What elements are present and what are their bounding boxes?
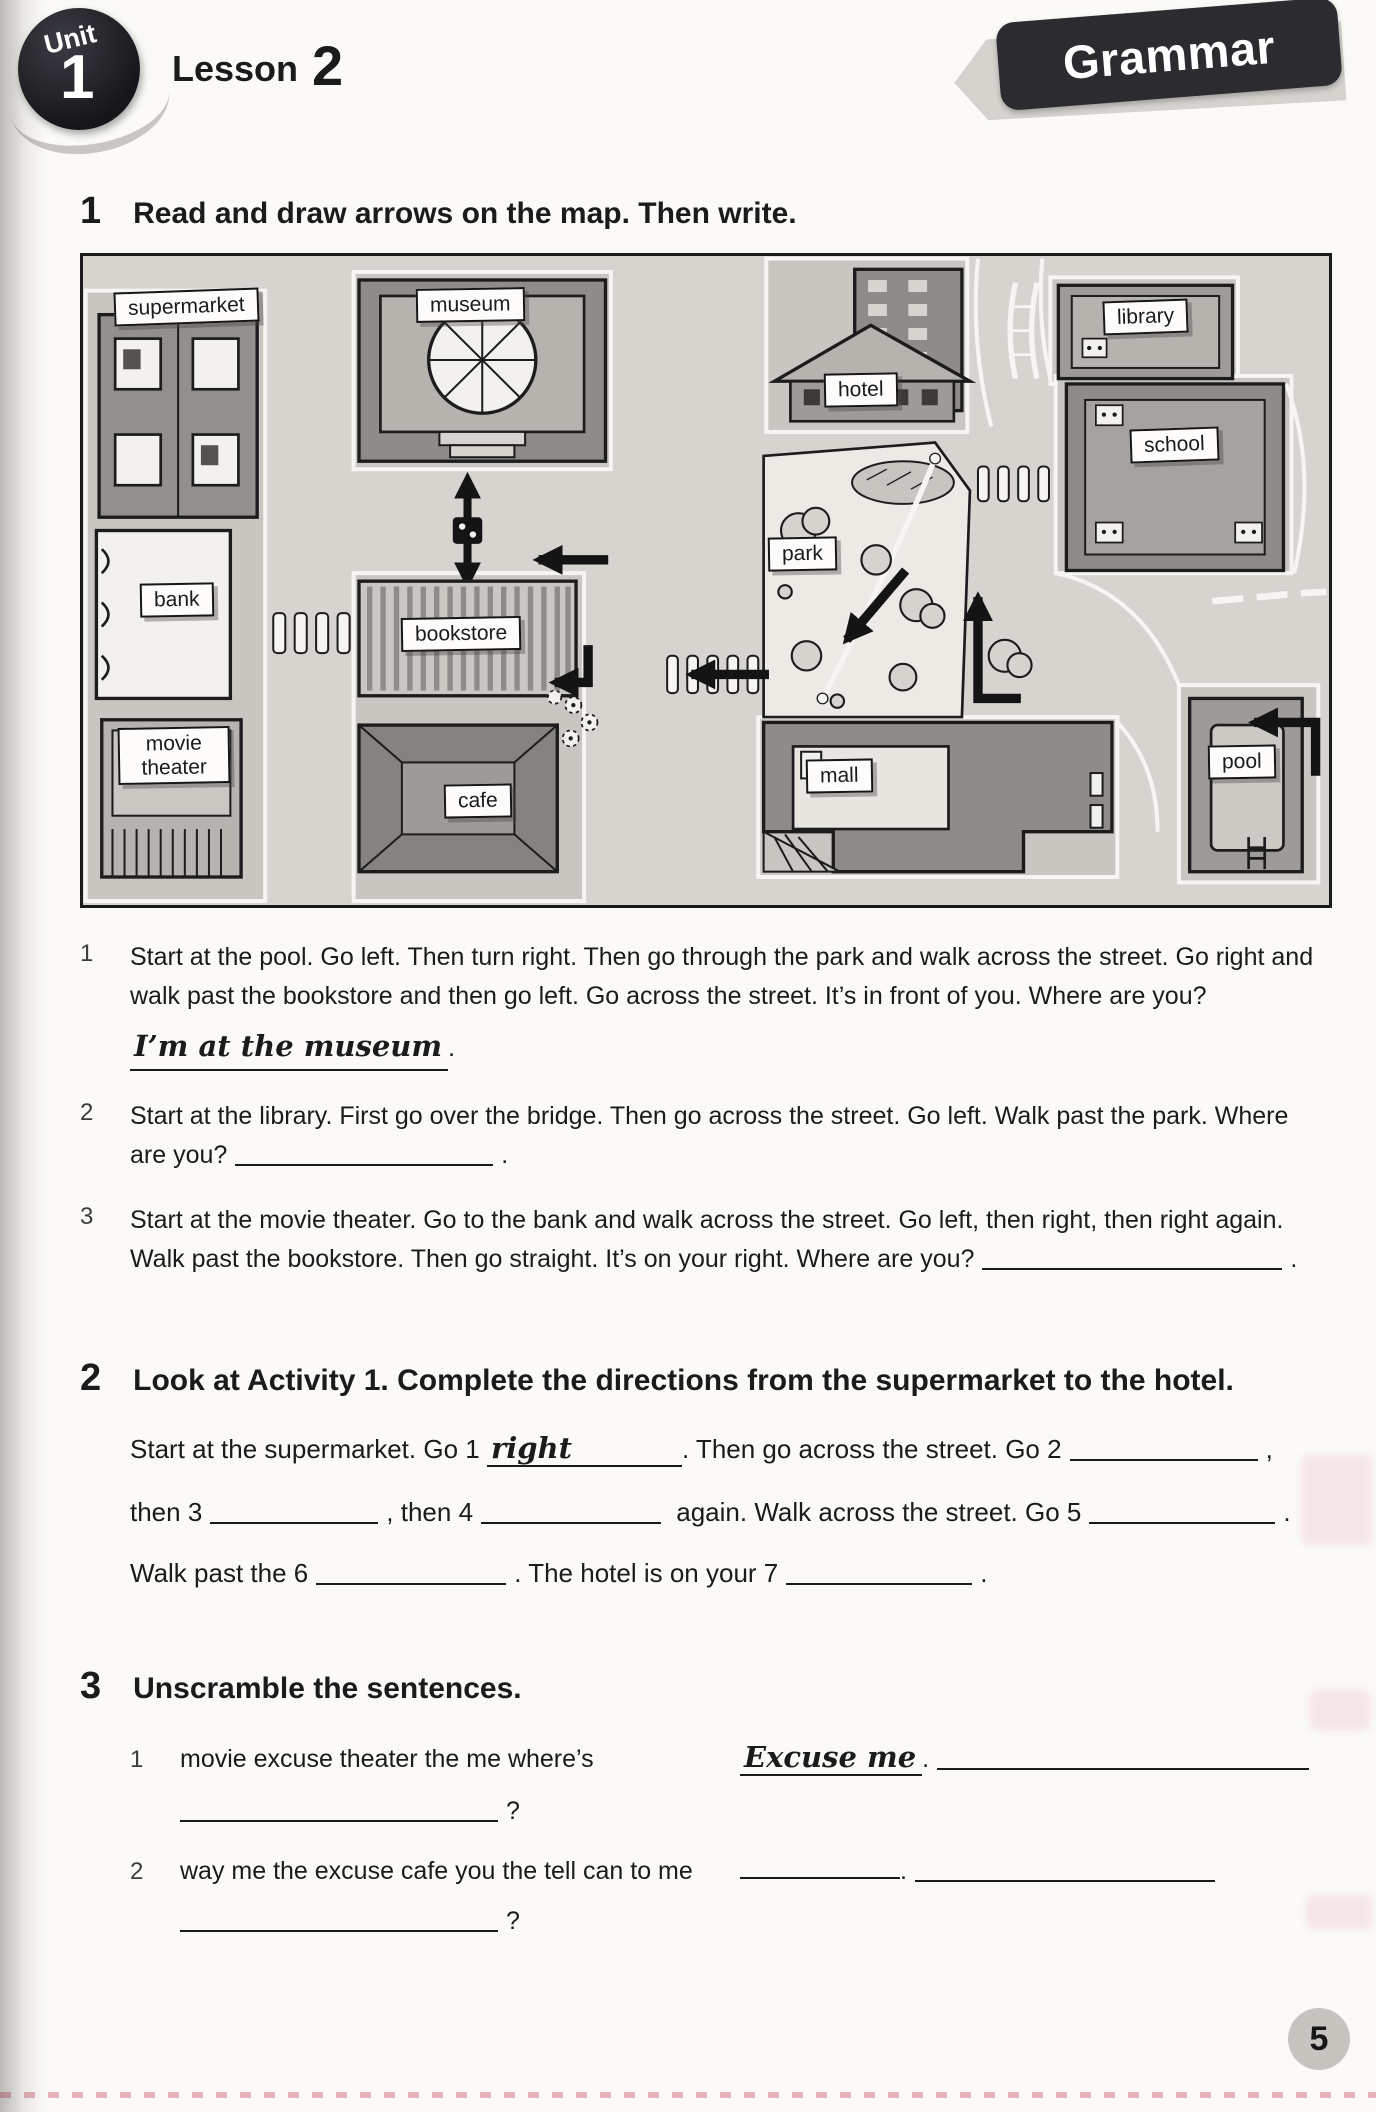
activity1-questions: 1 Start at the pool. Go left. Then turn … bbox=[80, 938, 1330, 1279]
a2-blank-7 bbox=[786, 1557, 973, 1586]
item-1-scrambled: movie excuse theater the me where’s bbox=[180, 1745, 594, 1774]
question-3-number: 3 bbox=[80, 1203, 94, 1231]
question-2-answer-blank bbox=[235, 1139, 494, 1167]
a2-blank-4 bbox=[481, 1496, 662, 1525]
unscramble-item-2: 2 way me the excuse cafe you the tell ca… bbox=[130, 1852, 1330, 1886]
a2-blank-3 bbox=[210, 1496, 379, 1525]
page-bleed-mark bbox=[1302, 1455, 1372, 1545]
a2-seg2: . Then go across the street. Go 2 bbox=[681, 1434, 1062, 1465]
map-label-bank: bank bbox=[140, 582, 215, 618]
activity1-heading: 1 Read and draw arrows on the map. Then … bbox=[80, 190, 1330, 233]
item-1-qmark: ? bbox=[506, 1797, 520, 1826]
unit-badge: Unit 1 bbox=[18, 8, 140, 130]
item-2-qmark: ? bbox=[506, 1907, 520, 1936]
question-1-text: Start at the pool. Go left. Then turn ri… bbox=[130, 943, 1314, 1010]
page-number-badge: 5 bbox=[1288, 2008, 1350, 2070]
activity3-heading: 3 Unscramble the sentences. bbox=[80, 1665, 1330, 1708]
a2-blank-2 bbox=[1069, 1433, 1258, 1462]
school-building bbox=[1064, 382, 1286, 573]
item-2-answer-blank bbox=[740, 1877, 900, 1880]
page-number: 5 bbox=[1309, 2019, 1329, 2058]
street-map: supermarket museum hotel library school … bbox=[80, 253, 1332, 908]
map-label-museum: museum bbox=[415, 287, 525, 324]
activity3: 3 Unscramble the sentences. 1 movie excu… bbox=[80, 1665, 1330, 1936]
a2-seg5: , then 4 bbox=[386, 1497, 474, 1528]
map-label-library: library bbox=[1102, 298, 1190, 336]
map-label-pool: pool bbox=[1207, 744, 1277, 780]
item-2-scrambled: way me the excuse cafe you the tell can … bbox=[180, 1857, 693, 1886]
activity2-number: 2 bbox=[80, 1357, 102, 1400]
map-label-supermarket: supermarket bbox=[113, 287, 260, 327]
supermarket-building bbox=[97, 312, 259, 519]
question-3-text: Start at the movie theater. Go to the ba… bbox=[130, 1206, 1284, 1274]
pool-ladder-icon bbox=[1247, 837, 1267, 870]
grammar-banner: Grammar bbox=[954, 0, 1354, 136]
a2-seg10: . bbox=[980, 1558, 988, 1589]
unscramble-item-1-line2: ? bbox=[180, 1792, 1330, 1826]
item-1-line2-blank bbox=[180, 1795, 498, 1823]
map-illustration bbox=[83, 256, 1329, 905]
a2-seg4: then 3 bbox=[130, 1497, 203, 1528]
bottom-dotted-border bbox=[0, 2092, 1376, 2098]
item-1-extra-blank bbox=[937, 1743, 1310, 1771]
page-bleed-mark bbox=[1310, 1690, 1370, 1730]
museum-building bbox=[357, 278, 608, 463]
question-3-period: . bbox=[1290, 1245, 1298, 1274]
a2-seg9: . The hotel is on your 7 bbox=[514, 1558, 779, 1589]
map-label-hotel: hotel bbox=[824, 372, 899, 408]
map-label-bookstore: bookstore bbox=[400, 615, 522, 652]
question-2-number: 2 bbox=[80, 1099, 94, 1127]
park-area bbox=[762, 441, 1033, 719]
item-1-period: . bbox=[922, 1745, 930, 1774]
map-label-mall: mall bbox=[805, 758, 873, 794]
question-1-number: 1 bbox=[80, 940, 94, 967]
map-label-movie-theater: movie theater bbox=[117, 726, 231, 786]
item-2-number: 2 bbox=[130, 1858, 144, 1886]
activity3-items: 1 movie excuse theater the me where’s Ex… bbox=[130, 1740, 1330, 1936]
item-1-answer: Excuse me bbox=[740, 1740, 923, 1777]
question-1-answer: I’m at the museum bbox=[130, 1024, 449, 1072]
question-2-period: . bbox=[501, 1141, 509, 1170]
item-2-extra-blank bbox=[914, 1855, 1215, 1883]
activity2-paragraph: Start at the supermarket. Go 1 right. Th… bbox=[130, 1430, 1330, 1589]
lesson-number: 2 bbox=[312, 34, 344, 97]
unscramble-item-1: 1 movie excuse theater the me where’s Ex… bbox=[130, 1740, 1330, 1777]
question-3-answer-blank bbox=[982, 1243, 1283, 1271]
a2-seg1: Start at the supermarket. Go 1 bbox=[130, 1434, 480, 1465]
map-label-school: school bbox=[1129, 426, 1219, 464]
item-1-number: 1 bbox=[130, 1746, 144, 1774]
question-1-period: . bbox=[448, 1034, 456, 1062]
activity2-heading: 2 Look at Activity 1. Complete the direc… bbox=[80, 1357, 1330, 1400]
a2-answer-1: right bbox=[486, 1431, 682, 1468]
page-header: Unit 1 Lesson 2 Grammar bbox=[18, 0, 1330, 190]
a2-blank-5 bbox=[1089, 1496, 1276, 1525]
page-bleed-mark bbox=[1306, 1895, 1372, 1929]
a2-blank-6 bbox=[316, 1557, 507, 1586]
item-2-period: . bbox=[900, 1857, 907, 1886]
activity2: 2 Look at Activity 1. Complete the direc… bbox=[80, 1357, 1330, 1589]
question-2: 2 Start at the library. First go over th… bbox=[80, 1097, 1330, 1175]
a2-seg8: Walk past the 6 bbox=[130, 1558, 309, 1589]
lesson-label: Lesson bbox=[172, 48, 299, 89]
question-1: 1 Start at the pool. Go left. Then turn … bbox=[80, 938, 1330, 1072]
question-3: 3 Start at the movie theater. Go to the … bbox=[80, 1201, 1330, 1279]
a2-seg7: . bbox=[1283, 1497, 1291, 1528]
activity2-title: Look at Activity 1. Complete the directi… bbox=[133, 1364, 1234, 1398]
lesson-title: Lesson 2 bbox=[172, 34, 343, 94]
a2-seg3: , bbox=[1265, 1434, 1273, 1465]
map-label-cafe: cafe bbox=[444, 783, 513, 819]
unit-number: 1 bbox=[60, 43, 95, 112]
bridge-icon bbox=[1007, 282, 1040, 380]
direction-arrows bbox=[532, 544, 1321, 776]
activity1-number: 1 bbox=[80, 190, 102, 232]
traffic-signal-icon bbox=[452, 471, 483, 590]
activity3-number: 3 bbox=[80, 1665, 102, 1708]
activity3-title: Unscramble the sentences. bbox=[133, 1672, 522, 1706]
item-2-line2-blank bbox=[180, 1905, 498, 1933]
a2-seg6: again. Walk across the street. Go 5 bbox=[676, 1497, 1082, 1528]
map-label-park: park bbox=[768, 536, 838, 572]
unscramble-item-2-line2: ? bbox=[180, 1902, 1330, 1936]
question-2-text: Start at the library. First go over the … bbox=[130, 1102, 1289, 1170]
activity1-title: Read and draw arrows on the map. Then wr… bbox=[133, 197, 797, 230]
